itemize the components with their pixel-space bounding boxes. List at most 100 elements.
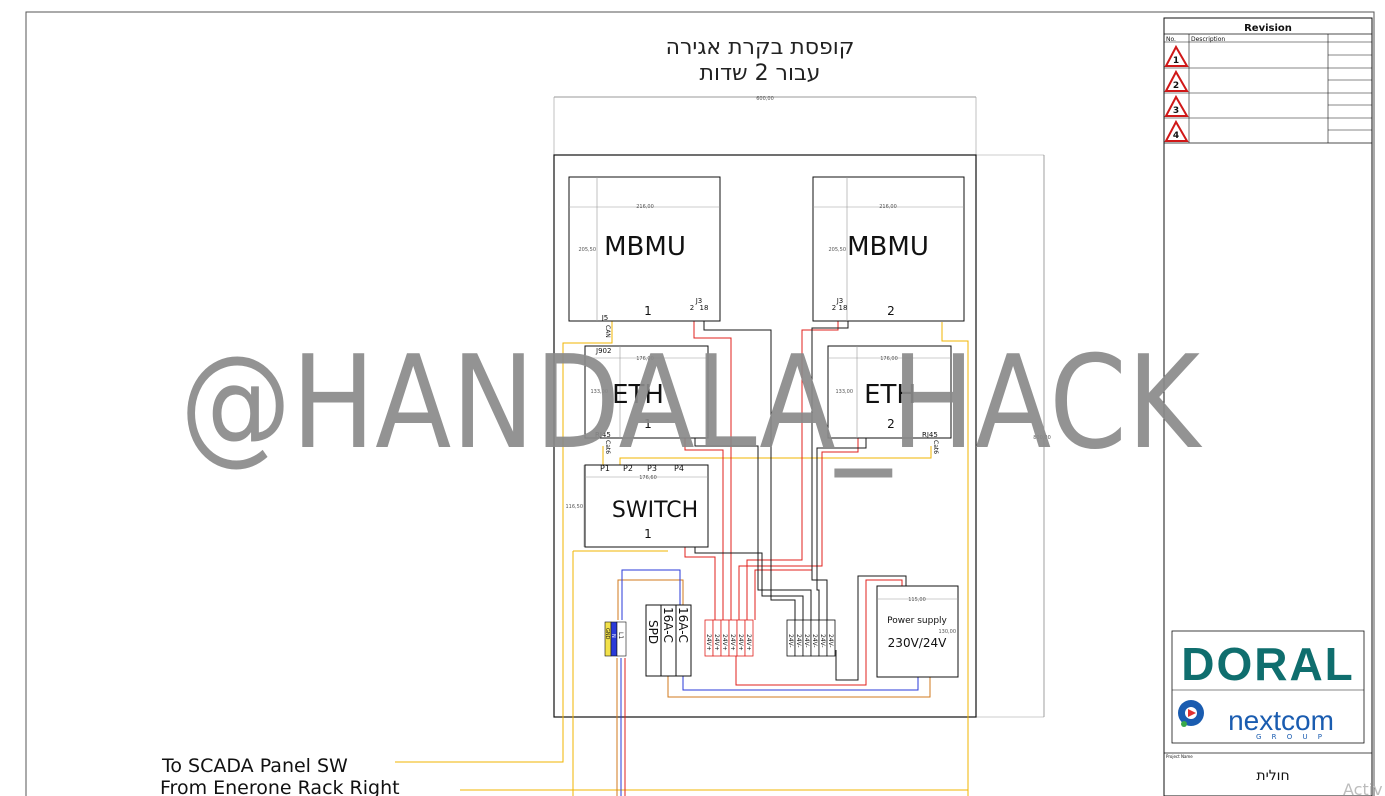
terminal-plus-1: 24V+ [705, 634, 712, 651]
nextcom-logo-subtext: G R O U P [1256, 733, 1326, 741]
title-block: Revision No. Description 1 2 3 4 DORAL [1163, 17, 1373, 796]
terminals-24v-minus: 24V- 24V- 24V- 24V- 24V- 24V- [786, 619, 836, 657]
eth-1-height-dim: 133,00 [591, 389, 609, 395]
psu-label-line1: Power supply [887, 616, 947, 626]
switch-1: 176,60 116,50 SWITCH 1 P1 P2 P3 P4 [566, 464, 709, 548]
doral-logo-text: DORAL [1181, 638, 1355, 690]
breaker-16a-1: 16A-C [661, 607, 675, 643]
mbmu-2: 216,00 205,50 MBMU 2 J3 2 18 [812, 176, 965, 322]
mbmu-1-j5: J5 [601, 314, 609, 322]
revision-1-warning-icon [1164, 44, 1189, 67]
doral-logo: DORAL [1181, 638, 1355, 690]
mbmu-2-width-dim: 216,00 [879, 204, 897, 210]
revision-2-warning-icon [1164, 69, 1189, 92]
activation-hint: Activ [1343, 780, 1383, 796]
revision-3-number: 3 [1173, 106, 1179, 116]
mbmu-2-pin-a: 2 [832, 304, 836, 312]
mbmu-1-label: MBMU [604, 232, 686, 262]
switch-1-port-2: P2 [623, 464, 633, 473]
terminals-24v-plus: 24V+ 24V+ 24V+ 24V+ 24V+ 24V+ [704, 619, 754, 657]
switch-1-width-dim: 176,60 [639, 475, 657, 481]
switch-1-port-3: P3 [647, 464, 657, 473]
label-from-enerone: From Enerone Rack Right [160, 777, 400, 796]
mbmu-2-pin-b: 18 [839, 304, 848, 312]
terminal-minus-4: 24V- [811, 634, 818, 648]
mbmu-1-j3: J3 [695, 297, 703, 305]
terminal-minus-1: 24V- [787, 634, 794, 648]
mbmu-2-j3: J3 [836, 297, 844, 305]
nextcom-logo-text: nextcom [1228, 705, 1334, 736]
nextcom-logo: nextcom G R O U P [1178, 700, 1334, 741]
eth-2-height-dim: 133,00 [836, 389, 854, 395]
eth-2-connector-bottom: RJ45 [922, 431, 938, 439]
terminal-plus-2: 24V+ [713, 634, 720, 651]
eth-1-cable: Cat6 [604, 440, 611, 454]
switch-1-port-4: P4 [674, 464, 684, 473]
label-to-scada: To SCADA Panel SW [161, 755, 348, 777]
revision-3-warning-icon [1164, 94, 1189, 117]
project-name-label: Project Name [1166, 754, 1193, 759]
mbmu-1-pin-a: 2 [690, 304, 694, 312]
revision-4-warning-icon [1164, 119, 1189, 142]
mbmu-1-height-dim: 205,50 [579, 247, 597, 253]
terminal-plus-5: 24V+ [737, 634, 744, 651]
breaker-16a-2: 16A-C [676, 607, 690, 643]
mbmu-1-index: 1 [644, 304, 652, 318]
breakers: SPD 16A-C 16A-C [645, 604, 692, 677]
dimension-height-total: 800,00 [976, 154, 1051, 718]
wiring [395, 316, 969, 796]
terminal-gnd: GND [604, 628, 610, 640]
switch-1-label: SWITCH [612, 498, 698, 523]
eth-1-label: ETH [612, 380, 664, 410]
breaker-spd: SPD [646, 620, 660, 644]
eth-2-label: ETH [864, 380, 916, 410]
terminal-minus-6: 24V- [827, 634, 834, 648]
eth-1-width-dim: 176,00 [636, 356, 654, 362]
switch-1-port-1: P1 [600, 464, 610, 473]
power-supply: 115,00 130,00 Power supply 230V/24V [876, 585, 959, 678]
mbmu-2-index: 2 [887, 304, 895, 318]
eth-1-index: 1 [644, 417, 652, 431]
revision-2-number: 2 [1173, 81, 1179, 91]
eth-1-connector-top: J902 [595, 347, 611, 355]
terminal-n: N [610, 634, 616, 638]
dimension-height-label: 800,00 [1033, 435, 1051, 441]
terminal-plus-6: 24V+ [745, 634, 752, 651]
eth-1-connector-bottom: RJ45 [595, 431, 611, 439]
psu-height-dim: 130,00 [939, 629, 957, 635]
sheet-border [25, 11, 1375, 796]
terminal-minus-5: 24V- [819, 634, 826, 648]
diagram-title-line1: קופסת בקרת אגירה [666, 35, 855, 60]
mbmu-1: 216,00 205,50 MBMU 1 J3 2 18 J5 CAN [568, 176, 721, 338]
eth-2-width-dim: 176,00 [880, 356, 898, 362]
mbmu-1-width-dim: 216,00 [636, 204, 654, 210]
terminal-minus-2: 24V- [795, 634, 802, 648]
revision-1-number: 1 [1173, 56, 1179, 66]
mbmu-2-label: MBMU [847, 232, 929, 262]
mbmu-1-can: CAN [604, 325, 611, 338]
switch-1-height-dim: 116,50 [566, 504, 584, 510]
dimension-width-label: 600,00 [756, 96, 774, 102]
eth-2: 176,00 133,00 ETH 2 RJ45 Cat6 [827, 345, 952, 454]
psu-width-dim: 115,00 [908, 597, 926, 603]
revision-4-number: 4 [1173, 131, 1179, 141]
terminal-l1: L1 [617, 632, 624, 639]
watermark-text: @HANDALA_HACK [180, 329, 1203, 478]
mbmu-1-pin-b: 18 [700, 304, 709, 312]
dimension-width-total: 600,00 [553, 96, 977, 155]
terminal-block-main: GND N L1 [604, 621, 627, 657]
diagram-title-line2: עבור 2 שדות [700, 61, 821, 86]
eth-2-index: 2 [887, 417, 895, 431]
switch-1-index: 1 [644, 527, 652, 541]
project-name-value: חולית [1256, 768, 1289, 784]
terminal-plus-3: 24V+ [721, 634, 728, 651]
terminal-plus-4: 24V+ [729, 634, 736, 651]
enclosure-box [553, 154, 977, 718]
terminal-minus-3: 24V- [803, 634, 810, 648]
revision-col-description: Description [1191, 36, 1225, 43]
eth-1: 176,00 133,00 ETH 1 J902 RJ45 Cat6 [584, 345, 709, 454]
mbmu-2-height-dim: 205,50 [829, 247, 847, 253]
revision-header: Revision [1244, 23, 1292, 34]
revision-col-no: No. [1166, 36, 1176, 43]
